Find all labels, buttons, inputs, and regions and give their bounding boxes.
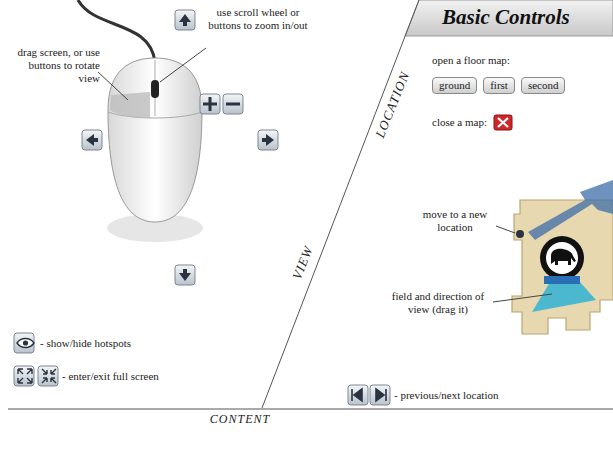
help-text: open a floor map: bbox=[432, 54, 510, 67]
floor-button: first bbox=[483, 77, 515, 94]
help-text: close a map: bbox=[432, 116, 487, 129]
help-text: - show/hide hotspots bbox=[40, 337, 131, 350]
button-label: first bbox=[490, 79, 508, 91]
help-text: - enter/exit full screen bbox=[62, 370, 159, 383]
help-text: - previous/next location bbox=[394, 389, 498, 402]
panel-title: Basic Controls bbox=[442, 5, 570, 30]
floor-button: ground bbox=[432, 77, 477, 94]
help-text: use scroll wheel or buttons to zoom in/o… bbox=[208, 6, 308, 32]
floor-button: second bbox=[521, 77, 566, 94]
button-label: second bbox=[528, 79, 559, 91]
help-text: drag screen, or use buttons to rotate vi… bbox=[8, 46, 100, 85]
button-label: ground bbox=[439, 79, 470, 91]
help-text: field and direction of view (drag it) bbox=[384, 290, 492, 316]
help-text: move to a new location bbox=[414, 208, 496, 234]
section-label: CONTENT bbox=[210, 413, 270, 426]
